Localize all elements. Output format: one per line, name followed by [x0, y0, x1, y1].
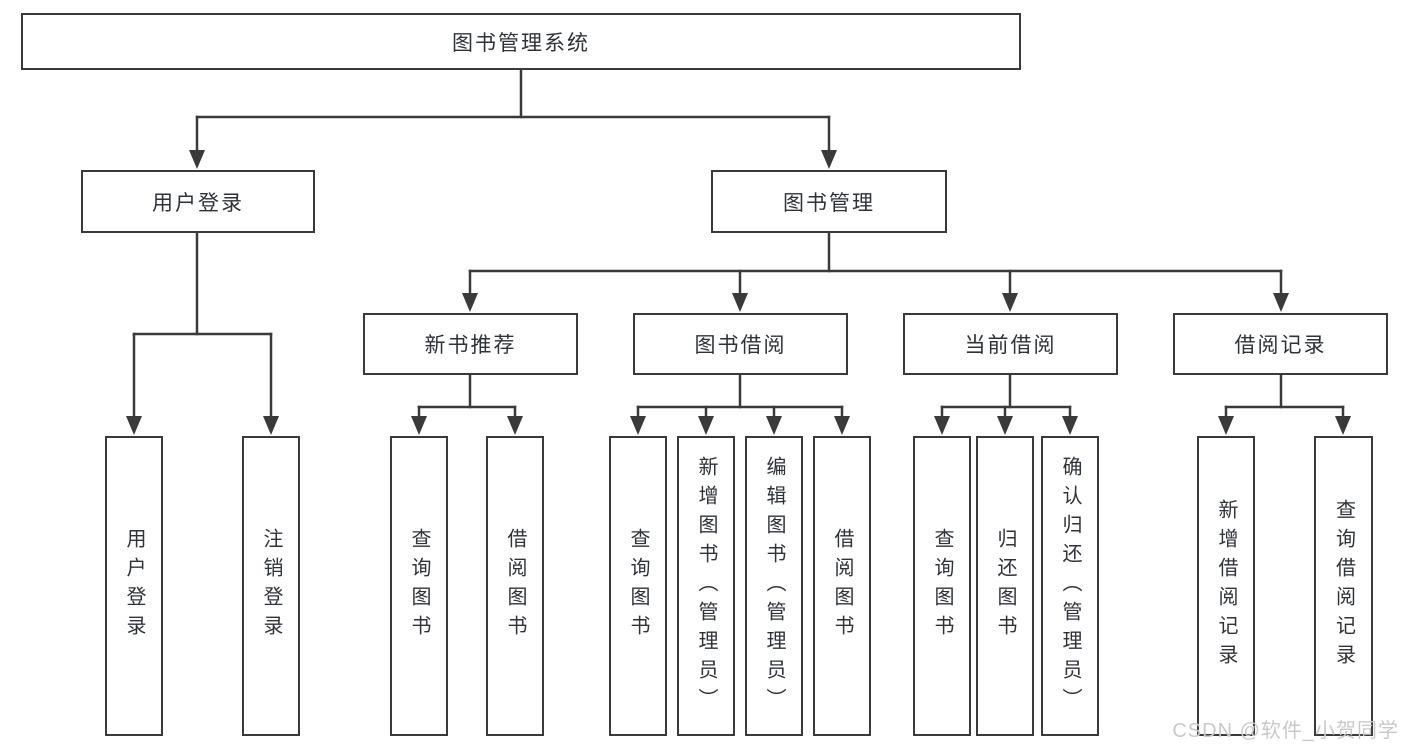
node-label: 用户登录	[152, 191, 244, 215]
connector-bookborrow-to-leaves	[630, 373, 850, 435]
arrowhead	[698, 416, 714, 435]
arrowhead	[1218, 416, 1234, 435]
leaf-borrow-books: 借阅图书	[813, 436, 871, 736]
connector-newbooks-to-leaves	[411, 373, 523, 435]
connector-userlogin-to-leaves	[126, 231, 279, 435]
arrowhead	[732, 293, 748, 312]
leaf-label: 查询借阅记录	[1332, 499, 1355, 673]
arrowhead	[462, 293, 478, 312]
node-module-current-borrow: 当前借阅	[903, 313, 1118, 375]
leaf-query-borrow-record: 查询借阅记录	[1314, 436, 1373, 736]
leaf-label: 编辑图书（管理员）	[763, 455, 785, 717]
connector-currentborrow-to-leaves	[934, 373, 1078, 435]
node-label: 借阅记录	[1234, 334, 1327, 357]
leaf-label: 新增图书（管理员）	[695, 455, 717, 717]
leaf-label: 注销登录	[260, 528, 282, 644]
arrowhead	[189, 150, 205, 169]
connector-root-to-branches	[189, 68, 837, 169]
arrowhead	[507, 416, 523, 435]
leaf-label: 新增借阅记录	[1215, 499, 1237, 673]
node-root-label: 图书管理系统	[452, 31, 590, 55]
arrowhead	[1273, 293, 1289, 312]
node-module-borrow-records: 借阅记录	[1173, 313, 1388, 375]
connector-bookmgmt-to-modules	[462, 231, 1289, 312]
arrowhead	[1335, 416, 1351, 435]
leaf-label: 借阅图书	[831, 528, 853, 644]
node-module-book-borrow: 图书借阅	[633, 313, 848, 375]
leaf-label: 借阅图书	[504, 528, 526, 644]
leaf-logout: 注销登录	[242, 436, 300, 736]
watermark: CSDN @软件_小贺同学	[1172, 720, 1399, 742]
leaf-add-books-admin: 新增图书（管理员）	[677, 436, 735, 736]
node-user-login-branch: 用户登录	[81, 170, 315, 233]
leaf-query-books-recommend: 查询图书	[390, 436, 448, 736]
leaf-label: 用户登录	[123, 528, 145, 644]
leaf-label: 查询图书	[931, 528, 953, 644]
leaf-label: 查询图书	[408, 528, 430, 644]
leaf-add-borrow-record: 新增借阅记录	[1197, 436, 1255, 736]
arrowhead	[821, 150, 837, 169]
node-label: 当前借阅	[964, 334, 1057, 357]
node-root-system: 图书管理系统	[21, 13, 1021, 70]
node-book-management-branch: 图书管理	[711, 170, 947, 233]
arrowhead	[126, 416, 142, 435]
arrowhead	[411, 416, 427, 435]
node-label: 图书管理	[783, 191, 875, 215]
arrowhead	[263, 416, 279, 435]
leaf-confirm-return-admin: 确认归还（管理员）	[1041, 436, 1099, 736]
node-module-new-book-recommend: 新书推荐	[363, 313, 578, 375]
arrowhead	[834, 416, 850, 435]
leaf-query-books-current: 查询图书	[913, 436, 971, 736]
arrowhead	[766, 416, 782, 435]
node-label: 新书推荐	[424, 334, 517, 357]
leaf-user-login: 用户登录	[105, 436, 163, 736]
node-label: 图书借阅	[694, 334, 787, 357]
arrowhead	[1062, 416, 1078, 435]
arrowhead	[1002, 293, 1018, 312]
leaf-edit-books-admin: 编辑图书（管理员）	[745, 436, 803, 736]
arrowhead	[630, 416, 646, 435]
leaf-borrow-books-recommend: 借阅图书	[486, 436, 544, 736]
arrowhead	[997, 416, 1013, 435]
arrowhead	[934, 416, 950, 435]
leaf-label: 查询图书	[627, 528, 649, 644]
leaf-label: 归还图书	[994, 528, 1016, 644]
connector-borrowrecords-to-leaves	[1218, 373, 1351, 435]
leaf-label: 确认归还（管理员）	[1059, 455, 1081, 717]
leaf-return-books: 归还图书	[976, 436, 1034, 736]
leaf-query-books-borrow: 查询图书	[609, 436, 667, 736]
